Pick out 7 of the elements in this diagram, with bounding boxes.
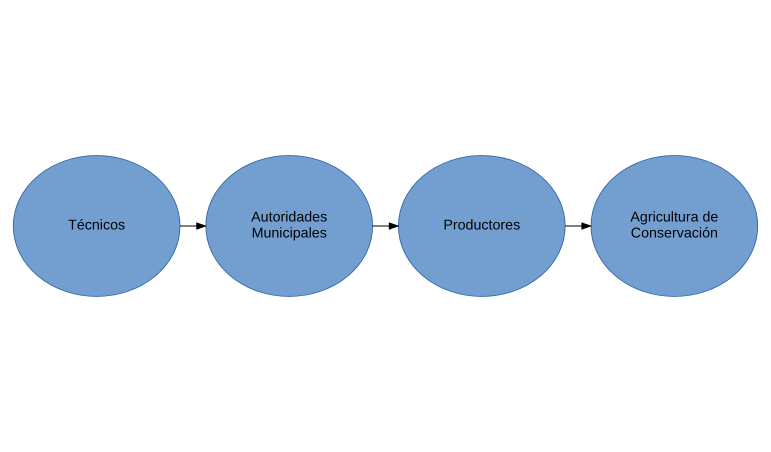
node-ellipse: Agricultura de Conservación — [590, 155, 758, 297]
arrow — [180, 222, 207, 230]
node-ellipse: Técnicos — [12, 155, 180, 297]
arrow — [372, 222, 400, 230]
node-ellipse: Productores — [398, 155, 566, 297]
node-ellipse: Autoridades Municipales — [205, 155, 374, 297]
arrow — [564, 222, 592, 230]
